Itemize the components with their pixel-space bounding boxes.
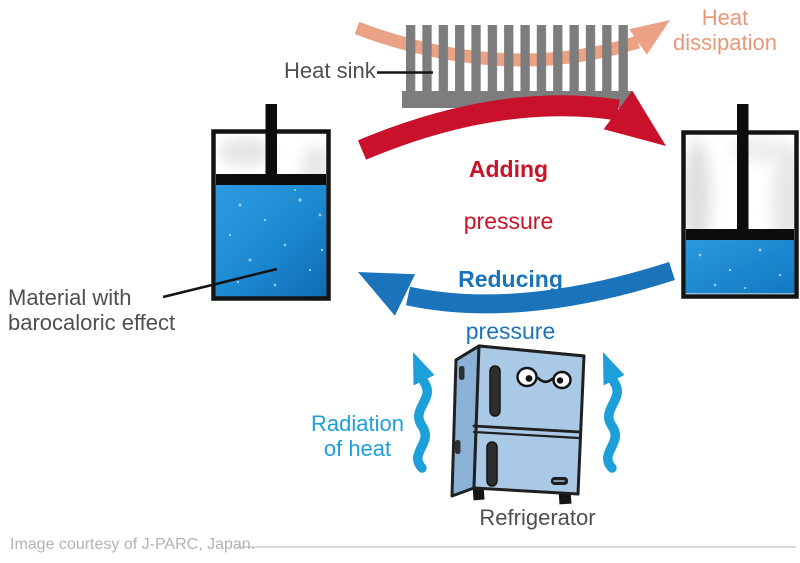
adding-pressure-label: Adding pressure xyxy=(416,130,601,260)
material-pointer-line xyxy=(162,267,278,299)
image-credit: Image courtesy of J-PARC, Japan. xyxy=(10,536,256,553)
fridge-door-divider-top xyxy=(472,424,582,434)
right-cylinder xyxy=(681,104,799,299)
piston-rod-right xyxy=(737,104,749,232)
reducing-pressure-arrow-body xyxy=(406,261,675,314)
piston-plate-left xyxy=(216,174,326,185)
material-speckles-right xyxy=(698,248,782,290)
fridge-smile xyxy=(536,376,554,384)
heat-sink-label: Heat sink xyxy=(284,58,376,83)
heat-dissipation-arrowhead xyxy=(629,20,670,55)
fridge-hinge-top xyxy=(459,366,465,380)
adding-pressure-arrow-body xyxy=(357,95,620,160)
radiation-arrow-right-head xyxy=(603,352,625,386)
heat-sink xyxy=(402,25,632,108)
heat-sink-fins xyxy=(404,25,630,93)
left-cylinder xyxy=(211,104,331,301)
refrigerator-label: Refrigerator xyxy=(479,505,596,530)
reducing-pressure-arrowhead xyxy=(358,272,416,316)
fridge-door-divider-bottom xyxy=(472,430,581,440)
fridge-pupil-left xyxy=(525,375,533,382)
radiation-arrow-left xyxy=(413,352,435,473)
radiation-arrow-right-body xyxy=(603,377,622,473)
reducing-pressure-arrow xyxy=(358,261,675,316)
fridge-handle-top xyxy=(489,365,501,417)
adding-pressure-word2: pressure xyxy=(463,208,554,234)
piston-rod-left xyxy=(265,104,277,179)
fridge-hinge-bottom xyxy=(455,440,461,454)
barocaloric-material-left xyxy=(215,185,327,297)
material-label: Material with barocaloric effect xyxy=(8,285,176,335)
refrigerator-illustration xyxy=(450,344,586,505)
radiation-arrow-left-body xyxy=(413,377,432,473)
reducing-pressure-label: Reducing pressure xyxy=(408,240,613,370)
barocaloric-material-right xyxy=(685,240,795,294)
fridge-handle-bottom xyxy=(486,441,498,487)
radiation-arrow-right xyxy=(603,352,625,473)
radiation-arrow-left-head xyxy=(413,352,435,386)
piston-plate-right xyxy=(686,229,794,240)
reducing-pressure-word2: pressure xyxy=(465,318,556,344)
material-speckles-left xyxy=(228,188,324,287)
fridge-pupil-right xyxy=(556,377,564,384)
heat-dissipation-label: Heat dissipation xyxy=(673,5,777,55)
adding-pressure-word1: Adding xyxy=(468,156,549,182)
reducing-pressure-word1: Reducing xyxy=(458,266,563,292)
adding-pressure-arrow xyxy=(357,90,666,160)
adding-pressure-arrowhead xyxy=(603,90,666,146)
radiation-of-heat-label: Radiation of heat xyxy=(311,411,404,461)
